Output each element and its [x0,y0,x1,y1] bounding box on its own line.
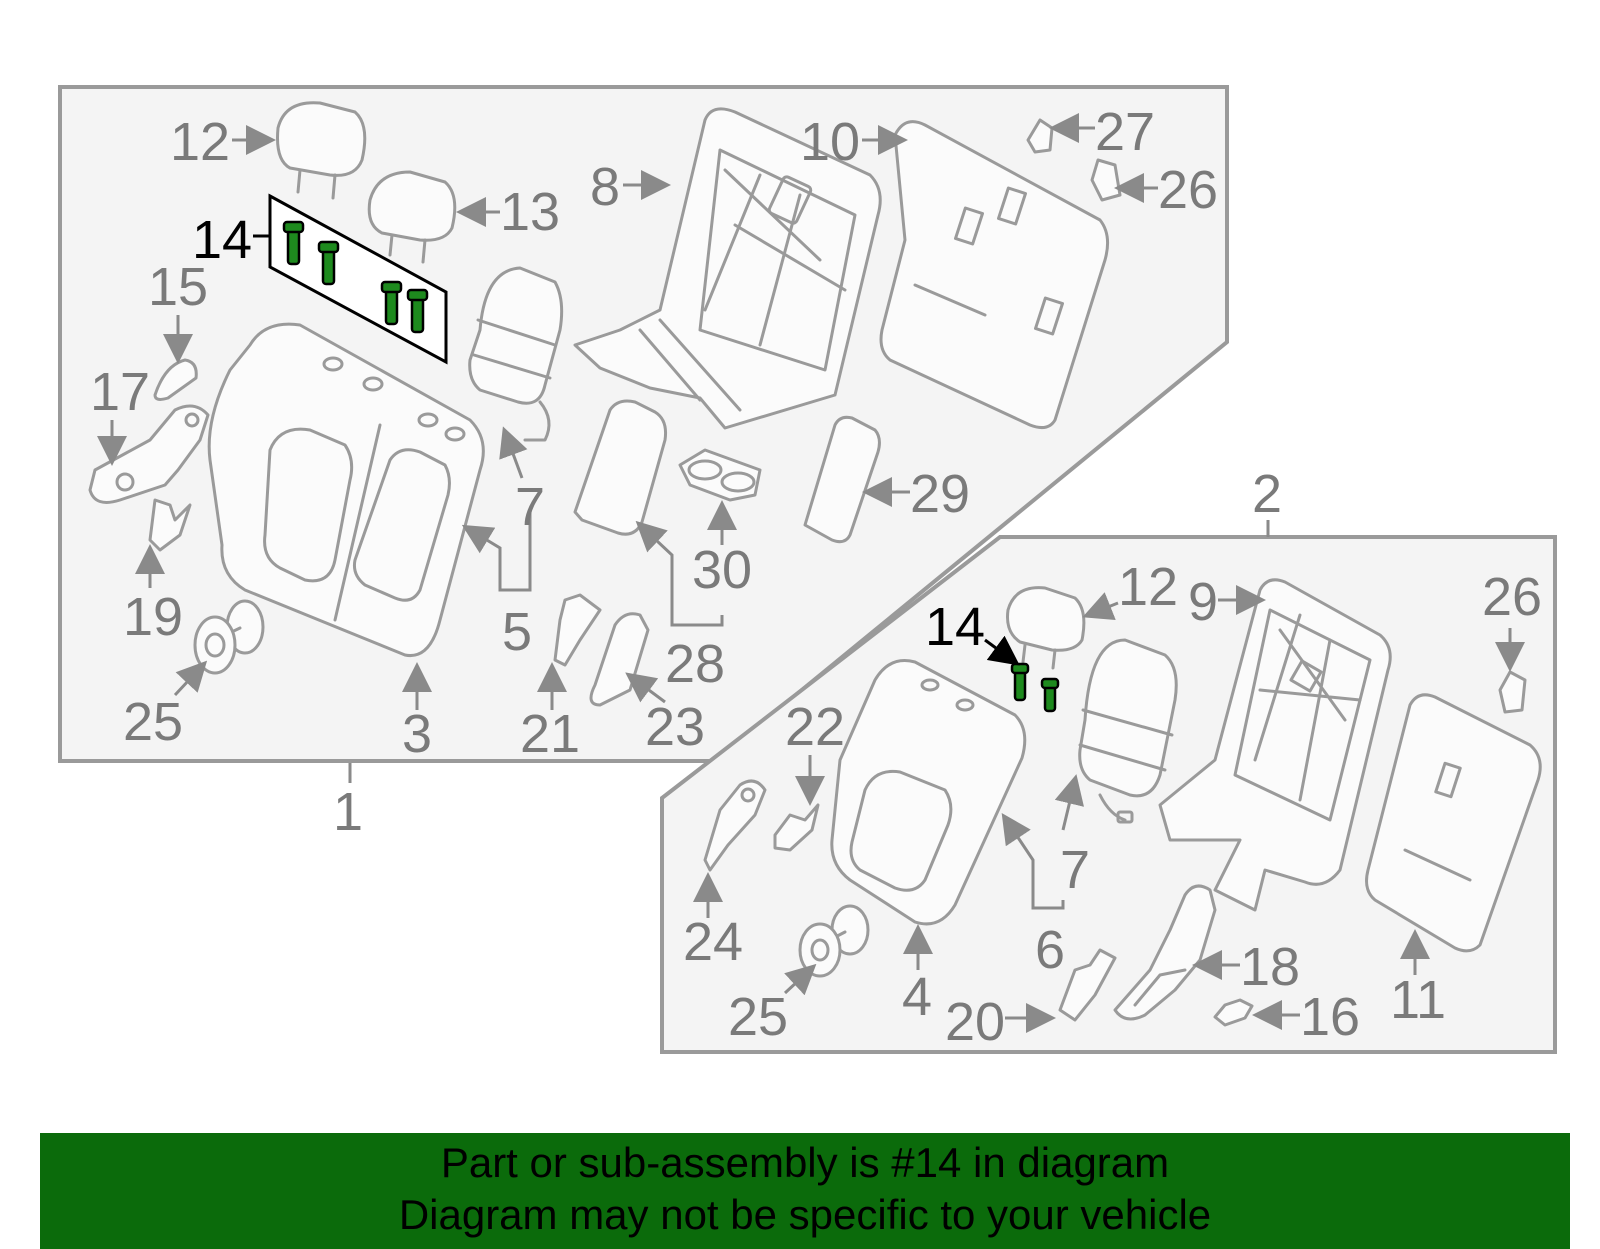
seat-frame-8 [573,107,882,430]
callout-g2-24: 24 [683,912,743,972]
seat-back-4 [830,659,1027,926]
callout-g1-19: 19 [123,587,183,647]
callout-g2-2: 2 [1252,464,1282,524]
callout-g2-16: 16 [1300,987,1360,1047]
back-panel-11 [1365,693,1542,953]
callout-g1-3: 3 [402,704,432,764]
seat-frame-9 [1158,578,1392,912]
callout-g1-14: 14 [192,210,252,270]
back-panel-10 [879,120,1110,430]
armrest-pad-7 [468,266,564,442]
callout-g2-26: 26 [1482,567,1542,627]
callout-g1-12: 12 [170,112,230,172]
armrest-pad-7-g2 [1078,638,1178,824]
callout-g2-20: 20 [945,992,1005,1052]
callout-g2-25: 25 [728,987,788,1047]
bracket-15 [153,358,198,401]
clip-19 [148,498,192,552]
bolt-14b [317,240,340,286]
clip-22 [773,803,820,852]
headrest-12 [276,101,367,200]
callout-g1-25: 25 [123,692,183,752]
knob-25-g2 [798,904,870,978]
callout-g1-17: 17 [90,362,150,422]
info-banner: Part or sub-assembly is #14 in diagram D… [40,1133,1570,1249]
group1-callouts: 12 13 14 15 17 19 25 3 5 7 21 23 28 30 2… [90,102,1218,842]
callout-g1-21: 21 [520,704,580,764]
part-14-g2 [1010,662,1060,713]
clip-26-g2 [1498,670,1527,714]
banner-line-2: Diagram may not be specific to your vehi… [398,1191,1212,1238]
callout-g2-22: 22 [785,697,845,757]
part-14-box [268,193,448,365]
callout-g1-1: 1 [333,782,363,842]
callout-g1-23: 23 [645,697,705,757]
clip-20 [1058,948,1117,1022]
seat-back-3 [207,322,485,658]
cover-23 [589,612,650,707]
callout-g1-27: 27 [1095,102,1155,162]
callout-g1-8: 8 [590,157,620,217]
callout-g1-5: 5 [502,602,532,662]
callout-g1-15: 15 [148,257,208,317]
bolt-14e [1010,662,1030,702]
armrest-28 [573,399,667,536]
callout-g2-12: 12 [1118,557,1178,617]
headrest-13 [367,170,457,264]
callout-g2-6: 6 [1035,920,1065,980]
bolt-14f [1040,677,1060,713]
bracket-24 [703,779,767,872]
callout-g1-13: 13 [500,182,560,242]
group2-callouts: 2 12 9 14 26 22 24 25 4 7 6 20 18 16 11 [683,464,1542,1052]
cover-18 [1113,884,1217,1021]
bolt-14c [380,280,403,326]
banner-line-1: Part or sub-assembly is #14 in diagram [440,1139,1170,1186]
callout-g2-9: 9 [1188,572,1218,632]
callout-g2-11: 11 [1390,970,1446,1030]
cup-holder-30 [678,448,762,502]
callout-g2-7: 7 [1060,840,1090,900]
callout-g1-29: 29 [910,464,970,524]
bolt-14a [282,220,305,266]
callout-g1-10: 10 [800,112,860,172]
callout-g2-14: 14 [925,597,985,657]
bracket-21 [553,593,602,667]
callout-g1-26: 26 [1158,160,1218,220]
callout-g2-4: 4 [902,967,932,1027]
bolt-14d [406,288,429,334]
callout-g1-28: 28 [665,634,725,694]
callout-g2-18: 18 [1240,937,1300,997]
pad-29 [803,415,881,544]
callout-g1-7: 7 [515,477,545,537]
callout-g1-30: 30 [692,540,752,600]
knob-25 [193,599,265,675]
